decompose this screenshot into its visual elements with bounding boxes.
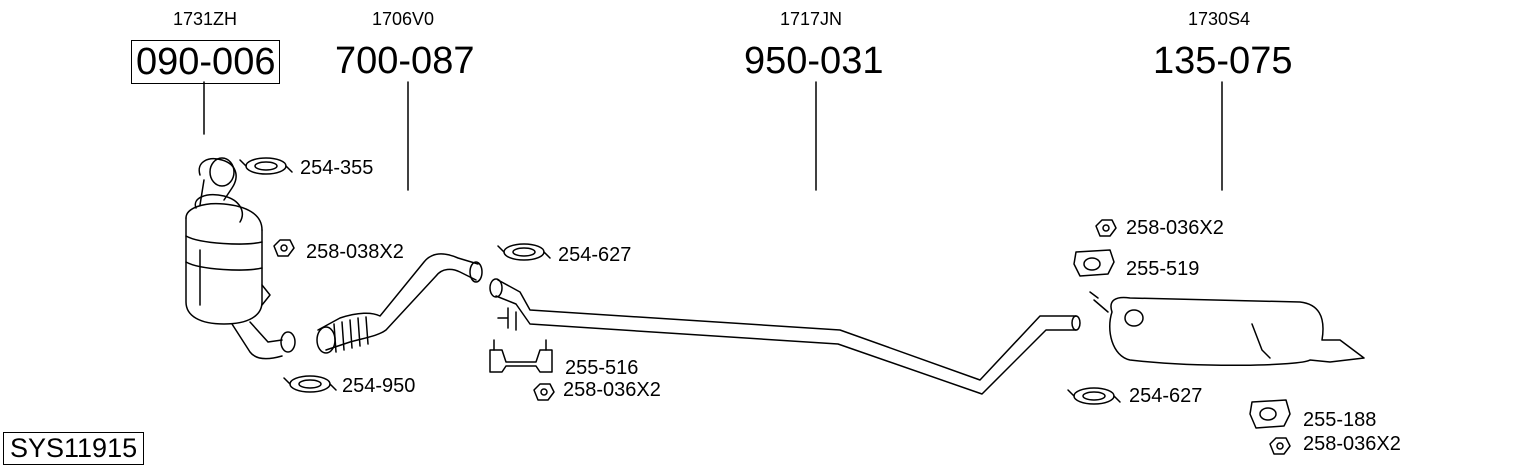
front-pipe-drawing [316,253,483,354]
accessory-label[interactable]: 255-188 [1303,409,1377,431]
nut-icon [1269,437,1291,455]
part-number[interactable]: 950-031 [744,40,884,82]
oe-ref-label: 1717JN [780,9,843,29]
accessory-label[interactable]: 258-036X2 [1126,217,1224,239]
accessory-label[interactable]: 254-627 [558,244,632,266]
system-code: SYS11915 [3,432,145,465]
clamp-icon [1067,387,1121,405]
hanger-icon [1073,249,1115,277]
accessory-label[interactable]: 255-516 [565,357,639,379]
accessory-label[interactable]: 258-038X2 [306,241,404,263]
accessory-label[interactable]: 254-355 [300,157,374,179]
accessory-label[interactable]: 258-036X2 [1303,433,1401,455]
clamp-icon [239,157,293,175]
accessory-label[interactable]: 254-627 [1129,385,1203,407]
catalytic-converter-drawing [185,157,296,360]
clamp-icon [283,375,337,393]
part-number-selected[interactable]: 090-006 [131,40,281,84]
rear-silencer-drawing [1089,291,1365,366]
clamp-icon [497,243,551,261]
hanger-icon [1249,399,1291,429]
accessory-label[interactable]: 258-036X2 [563,379,661,401]
nut-icon [273,239,295,257]
centre-pipe-drawing [489,278,1081,395]
oe-ref-label: 1706V0 [372,9,435,29]
hanger-icon [489,339,553,373]
oe-ref-label: 1730S4 [1188,9,1251,29]
part-number[interactable]: 135-075 [1153,40,1293,82]
accessory-label[interactable]: 254-950 [342,375,416,397]
part-number[interactable]: 700-087 [335,40,475,82]
accessory-label[interactable]: 255-519 [1126,258,1200,280]
nut-icon [533,383,555,401]
nut-icon [1095,219,1117,237]
oe-ref-label: 1731ZH [173,9,238,29]
